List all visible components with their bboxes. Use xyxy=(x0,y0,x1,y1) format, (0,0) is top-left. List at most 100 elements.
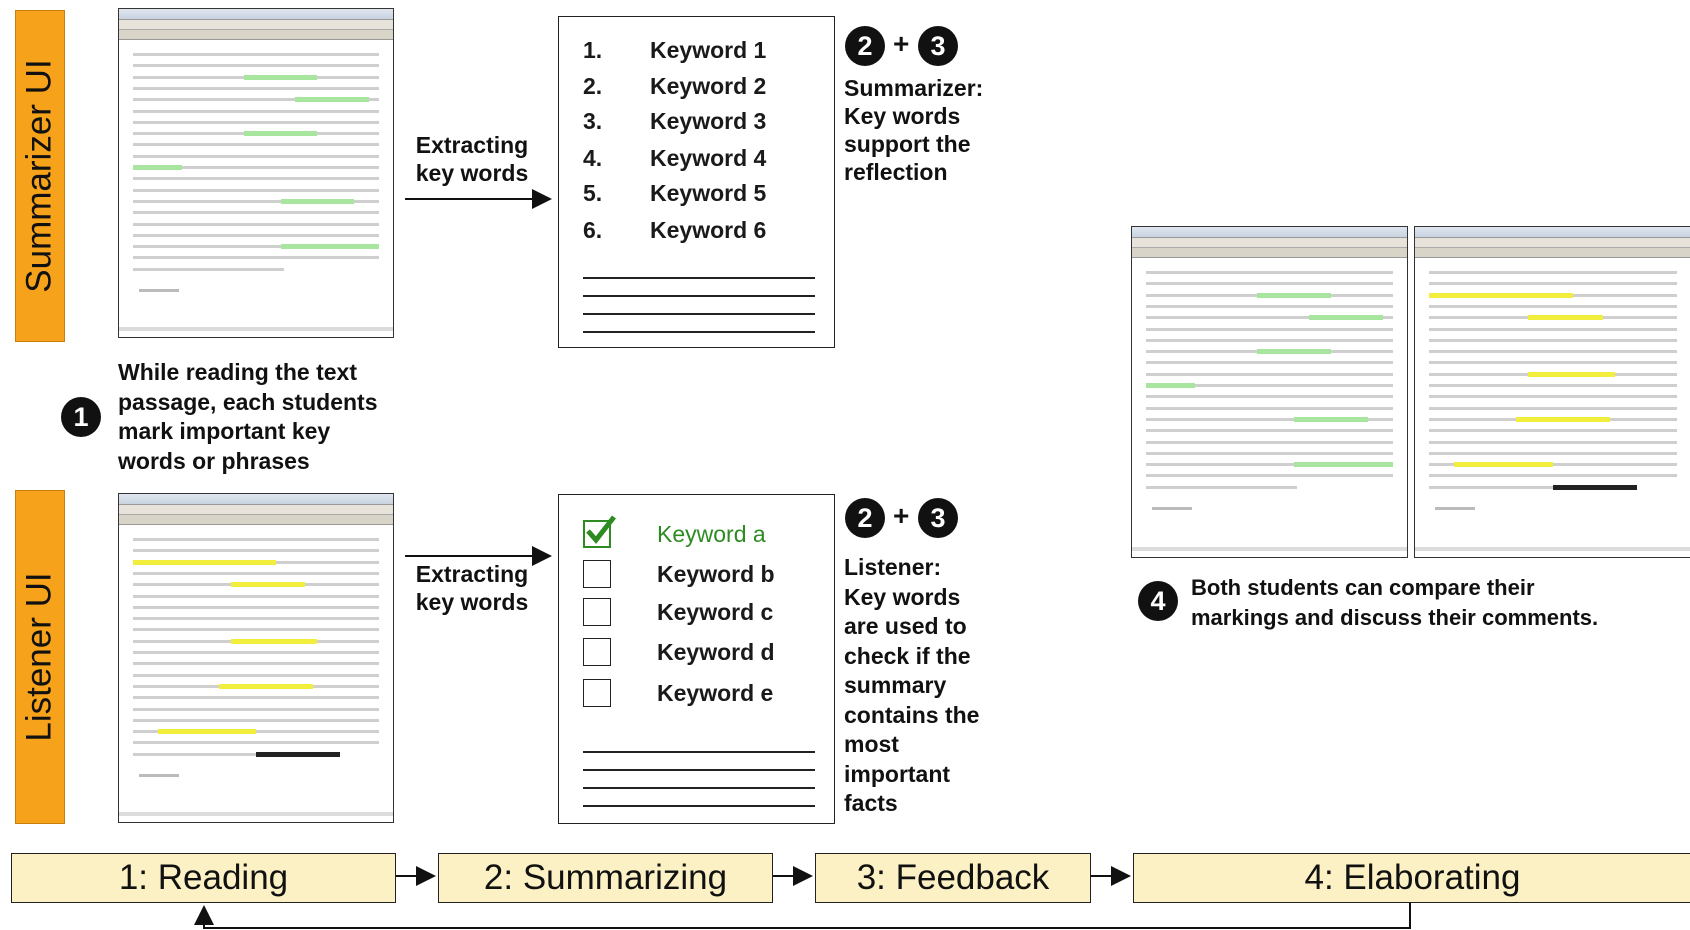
keyword-checkbox[interactable] xyxy=(583,638,611,666)
text-line xyxy=(133,571,379,575)
checkmark-icon xyxy=(586,515,616,544)
text-line xyxy=(133,233,379,237)
text-line xyxy=(133,98,379,102)
highlight-mark xyxy=(133,559,276,565)
highlight-mark xyxy=(1528,315,1603,321)
text-line xyxy=(133,245,379,249)
text-line xyxy=(133,741,379,745)
keyword-label: Keyword e xyxy=(657,680,774,706)
text-line xyxy=(1146,282,1393,286)
text-line xyxy=(1146,417,1393,421)
text-line xyxy=(133,86,379,90)
text-line xyxy=(1429,304,1677,308)
keyword-label: Keyword 1 xyxy=(650,37,767,63)
highlight-mark xyxy=(1515,416,1611,422)
text-line xyxy=(1146,361,1393,365)
keyword-number: 3. xyxy=(583,108,603,134)
text-line xyxy=(1146,384,1393,387)
compare-document-left xyxy=(1131,226,1408,558)
text-line xyxy=(133,549,379,553)
text-line xyxy=(1429,384,1677,387)
highlight-mark xyxy=(256,751,340,757)
text-line xyxy=(133,718,379,722)
section-heading-line xyxy=(1435,507,1475,510)
text-line xyxy=(133,673,379,677)
text-line xyxy=(133,617,379,621)
reading-note: While reading the text passage, each stu… xyxy=(118,359,378,474)
text-line xyxy=(1146,474,1393,478)
highlight-mark xyxy=(231,638,318,644)
summarizer-ui-label: Summarizer UI xyxy=(15,10,65,342)
text-line xyxy=(133,166,379,169)
text-line xyxy=(1429,451,1677,455)
step-summarizing-box: 2: Summarizing xyxy=(438,853,773,903)
highlight-mark xyxy=(243,74,318,80)
highlight-mark xyxy=(1146,383,1196,388)
highlight-mark xyxy=(280,198,355,204)
keyword-label: Keyword 6 xyxy=(650,217,767,243)
highlight-mark xyxy=(1294,462,1393,468)
toolbar-strip xyxy=(1415,238,1690,248)
text-line xyxy=(133,143,379,147)
toolbar-strip xyxy=(119,494,393,505)
keyword-label: Keyword 5 xyxy=(650,180,767,206)
text-line xyxy=(1146,395,1393,399)
text-line xyxy=(1146,327,1393,331)
highlight-mark xyxy=(219,683,313,689)
compare-note: Both students can compare their markings… xyxy=(1191,575,1599,630)
text-line xyxy=(133,730,379,734)
plus-sign: + xyxy=(893,500,910,531)
text-line xyxy=(133,662,379,666)
keyword-checkbox[interactable] xyxy=(583,598,611,626)
summarizer-note: Summarizer: Key words support the reflec… xyxy=(844,75,984,185)
text-line xyxy=(1429,474,1677,478)
text-line xyxy=(133,154,379,158)
text-line xyxy=(133,696,379,700)
summarizer-document-thumbnail xyxy=(118,8,394,338)
toolbar-strip xyxy=(119,515,393,525)
step-elaborating-box: 4: Elaborating xyxy=(1133,853,1690,903)
text-line xyxy=(133,605,379,609)
text-line xyxy=(133,53,379,56)
text-line xyxy=(1146,316,1393,320)
highlight-mark xyxy=(1294,416,1369,422)
step-badge-3: 3 xyxy=(918,498,958,538)
text-line xyxy=(1429,350,1677,354)
text-line xyxy=(133,651,379,654)
text-line xyxy=(1146,429,1393,433)
text-line xyxy=(1146,304,1393,308)
text-line xyxy=(1429,485,1581,489)
toolbar-strip xyxy=(119,9,393,20)
highlight-mark xyxy=(1553,484,1638,490)
text-line xyxy=(133,222,379,226)
text-line xyxy=(1429,361,1677,365)
text-line xyxy=(1429,429,1677,433)
status-strip xyxy=(119,327,393,331)
text-line xyxy=(1429,440,1677,444)
text-line xyxy=(1146,338,1393,342)
keyword-label: Keyword 2 xyxy=(650,73,767,99)
extract-label-bottom: Extracting key words xyxy=(415,561,529,615)
text-line xyxy=(1146,271,1393,274)
keyword-checkbox[interactable] xyxy=(583,560,611,588)
text-line xyxy=(133,211,379,215)
listener-ui-label: Listener UI xyxy=(15,490,65,824)
text-line xyxy=(133,267,284,271)
text-line xyxy=(1146,451,1393,455)
keyword-checkbox[interactable] xyxy=(583,679,611,707)
step-badge-1: 1 xyxy=(61,397,101,437)
text-line xyxy=(1429,271,1677,274)
text-line xyxy=(1429,406,1677,410)
highlight-mark xyxy=(1528,371,1615,377)
text-line xyxy=(133,109,379,113)
text-line xyxy=(1429,282,1677,286)
card-rule xyxy=(583,751,815,753)
keyword-checkbox-checked[interactable] xyxy=(583,515,616,548)
card-rule xyxy=(583,295,815,297)
card-rule xyxy=(583,313,815,315)
card-rule xyxy=(583,787,815,789)
plus-sign: + xyxy=(893,28,910,59)
